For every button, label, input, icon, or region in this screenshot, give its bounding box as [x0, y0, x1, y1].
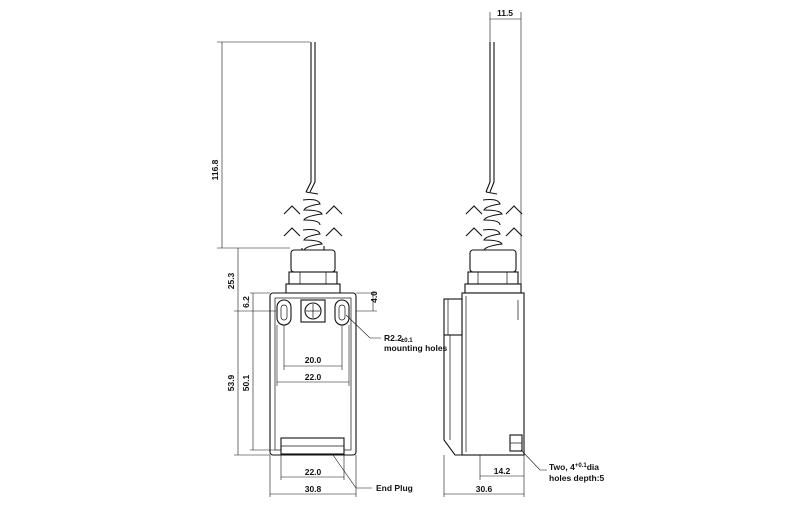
dim-30-6: 30.6 [476, 484, 493, 494]
holes-label-line1: Two, 4+0.1dia [549, 462, 599, 472]
radius-tolerance: ±0.1 [401, 338, 413, 344]
dim-22-0-lower: 22.0 [305, 467, 322, 477]
front-head [285, 249, 341, 294]
front-break-mark-upper [283, 205, 343, 215]
radius-label: R2.2 [384, 333, 402, 343]
side-view [443, 12, 547, 497]
front-view [217, 41, 381, 497]
dim-6-2: 6.2 [241, 296, 251, 308]
side-body [443, 292, 525, 456]
side-wire-rod [485, 42, 495, 193]
dim-30-8: 30.8 [305, 484, 322, 494]
side-head [464, 249, 522, 294]
mounting-holes-label: mounting holes [384, 343, 448, 353]
center-screw [304, 302, 322, 320]
dim-11-5: 11.5 [497, 8, 513, 18]
front-body [269, 292, 357, 456]
dim-20-0: 20.0 [305, 355, 322, 365]
front-spring [301, 198, 325, 255]
front-dimensions [217, 41, 381, 497]
dim-116-8: 116.8 [210, 159, 220, 180]
labels: 116.8 25.3 6.2 53.9 50.1 4.0 20.0 22.0 2… [210, 8, 605, 494]
end-plug-label: End Plug [376, 483, 413, 493]
dim-25-3: 25.3 [226, 272, 236, 289]
side-break-mark-upper [465, 205, 523, 215]
dim-53-9: 53.9 [226, 374, 236, 391]
side-break-mark-lower [465, 227, 523, 237]
side-dimensions [443, 12, 547, 497]
dim-22-0-upper: 22.0 [305, 372, 322, 382]
dim-4-0: 4.0 [369, 291, 379, 303]
front-break-mark-lower [283, 227, 343, 237]
holes-label-line2: holes depth:5 [549, 473, 605, 483]
dim-14-2: 14.2 [494, 466, 511, 476]
side-spring [482, 198, 503, 251]
front-wire-rod [305, 42, 316, 193]
dim-50-1: 50.1 [241, 374, 251, 391]
